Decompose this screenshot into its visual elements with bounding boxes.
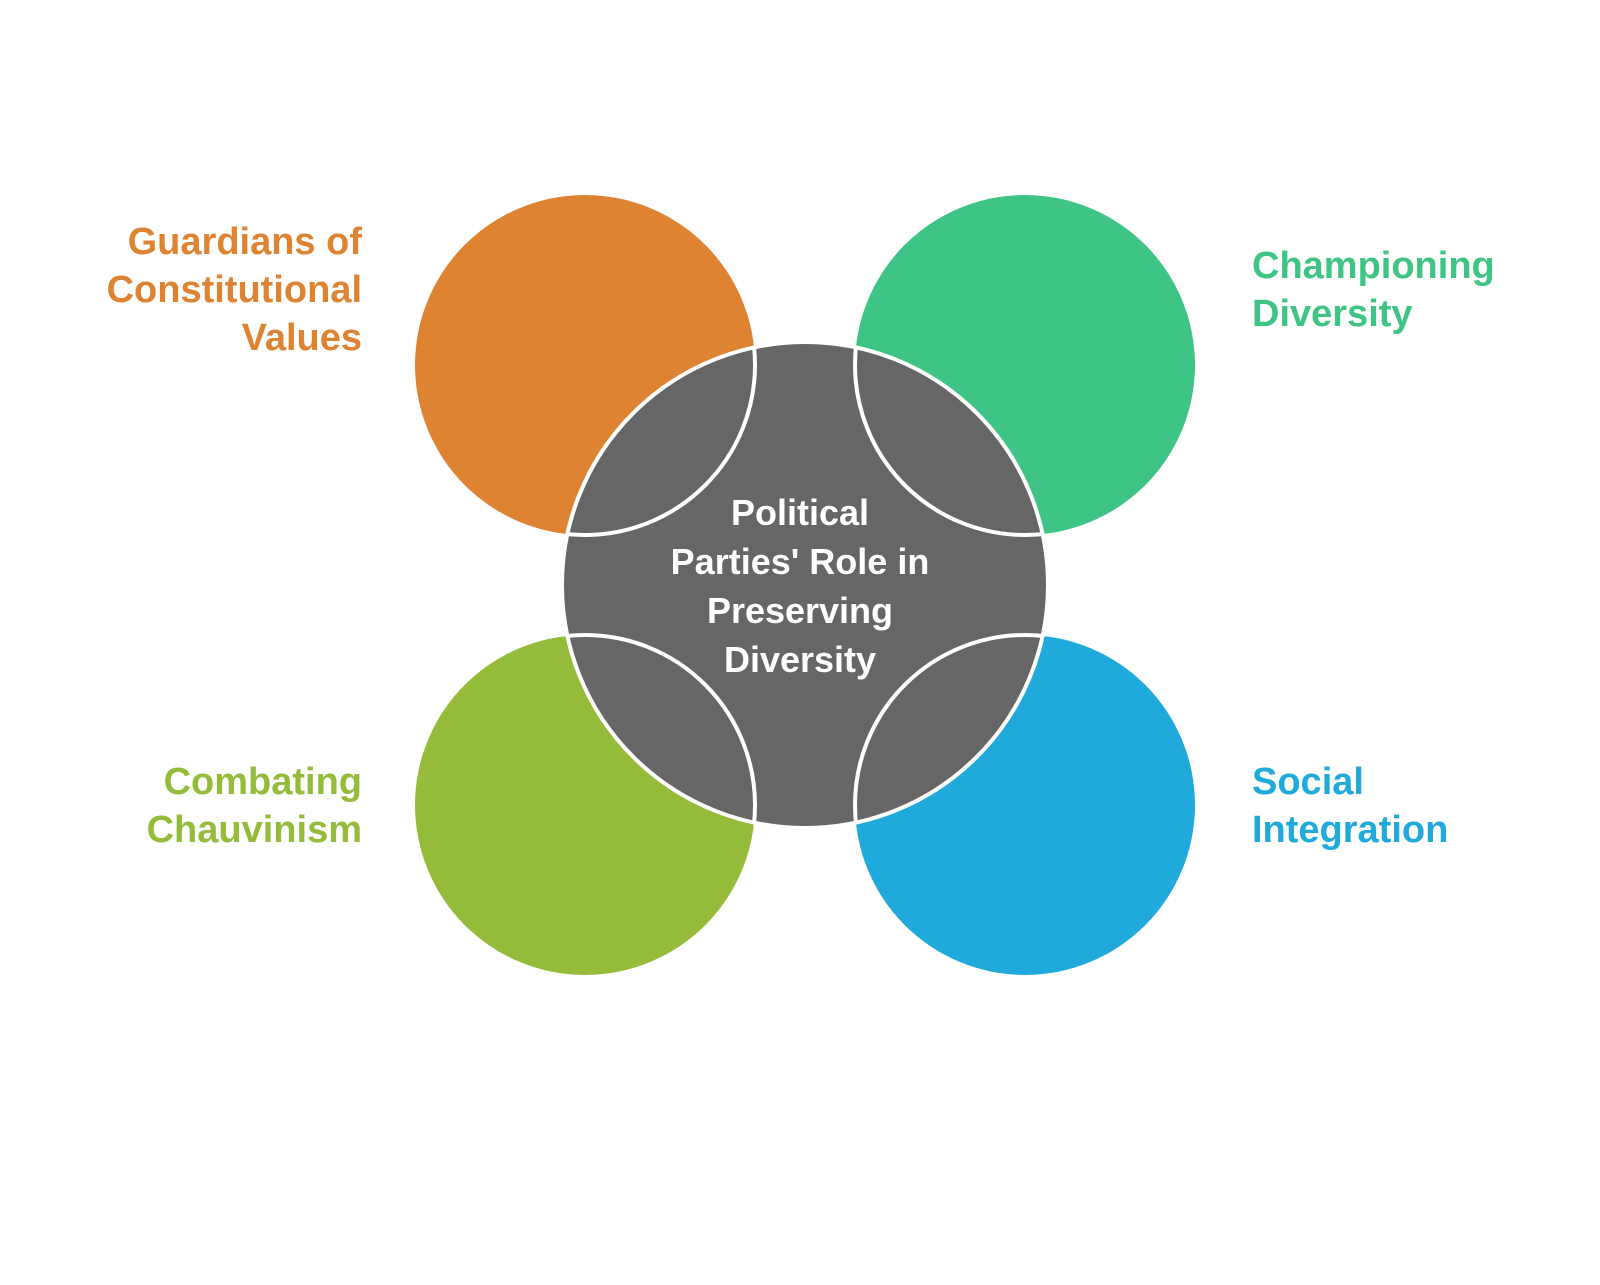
social-label-line: Integration [1252,809,1449,851]
center-title-line: Diversity [723,639,877,680]
social-label-line: Social [1252,761,1364,803]
guardians-label-line: Constitutional [106,269,362,311]
championing-outline [853,342,1048,537]
combating-outline [562,633,757,828]
guardians-label-line: Guardians of [127,221,362,263]
guardians-label-line: Values [241,317,362,359]
combating-label: Combating Chauvinism [40,758,362,854]
center-title-line: Preserving [706,590,894,631]
championing-label-line: Championing [1252,245,1495,287]
center-title-line: Parties' Role in [670,541,930,582]
championing-label: Championing Diversity [1252,242,1572,338]
combating-label-line: Chauvinism [146,809,362,851]
center-title-line: Political [730,492,870,533]
combating-label-line: Combating [163,761,362,803]
guardians-outline [562,342,757,537]
social-label: Social Integration [1252,758,1572,854]
guardians-label: Guardians of Constitutional Values [40,218,362,362]
center-circle [560,340,1050,830]
championing-label-line: Diversity [1252,293,1413,335]
overlap-outlines [562,342,1048,828]
social-outline [853,633,1048,828]
center-title: Political Parties' Role in Preserving Di… [640,488,960,684]
